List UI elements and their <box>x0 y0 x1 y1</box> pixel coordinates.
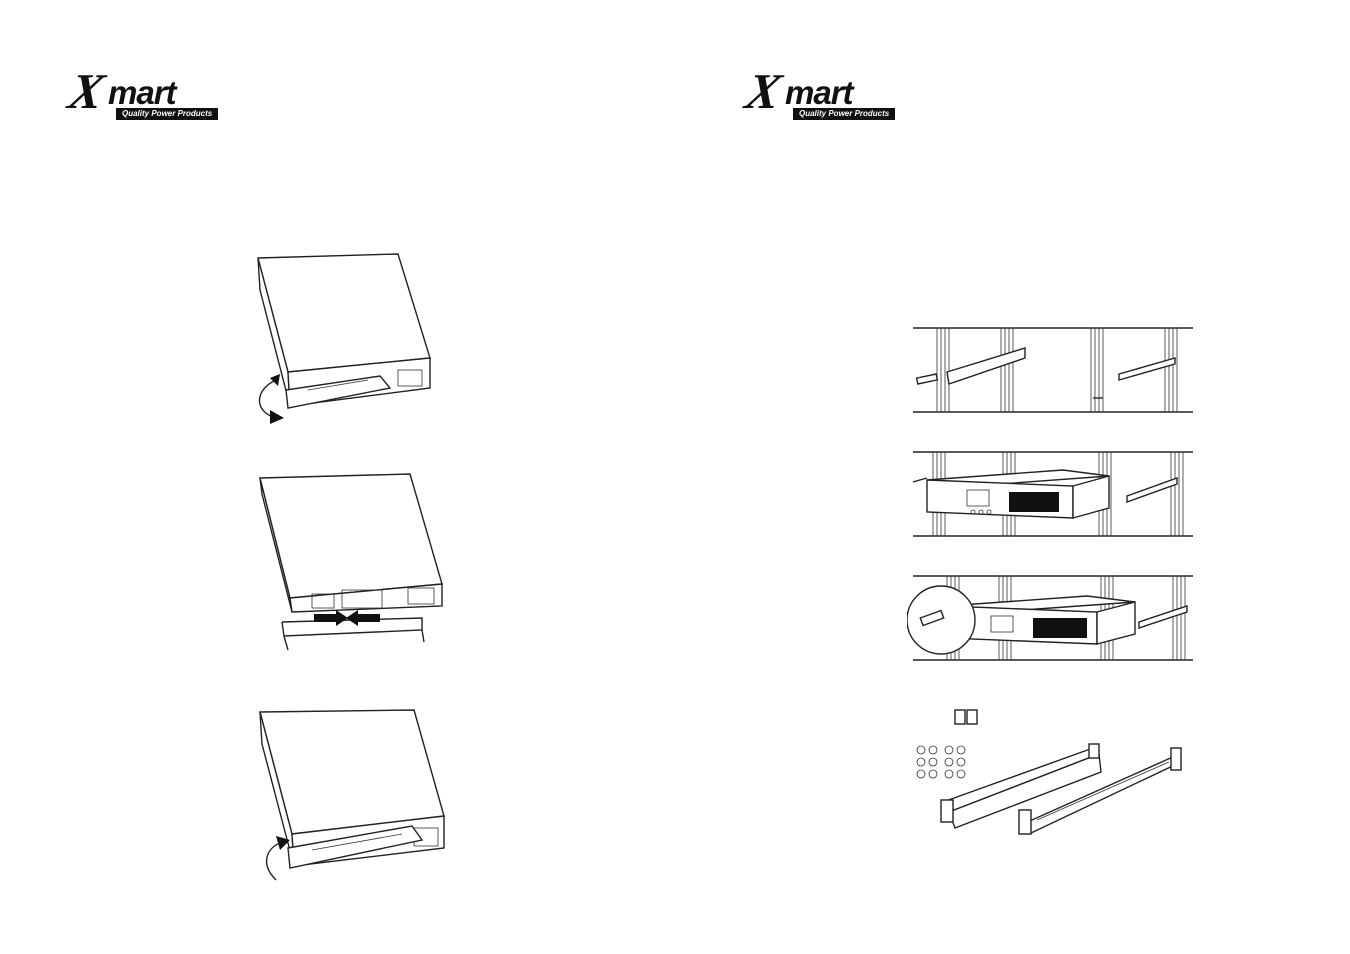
rack-kit-parts-illustration <box>913 708 1203 848</box>
brand-logo: X mart Quality Power Products <box>747 72 917 120</box>
manual-page-left: X mart Quality Power Products <box>0 0 675 954</box>
brand-logo: X mart Quality Power Products <box>70 72 240 120</box>
detach-panel-illustration <box>252 470 452 660</box>
rotate-panel-down-illustration <box>248 250 438 425</box>
logo-initial: X <box>742 66 786 116</box>
manual-page-right: X mart Quality Power Products <box>675 0 1350 954</box>
logo-initial: X <box>65 66 109 116</box>
logo-wordmark: mart <box>785 76 853 109</box>
logo-tagline: Quality Power Products <box>793 108 895 120</box>
logo-wordmark: mart <box>108 76 176 109</box>
slide-ups-into-rack-illustration <box>913 448 1195 540</box>
logo-tagline: Quality Power Products <box>116 108 218 120</box>
rotate-panel-up-illustration <box>252 708 452 888</box>
attach-rails-illustration <box>913 324 1195 416</box>
fasten-ears-illustration <box>907 572 1197 664</box>
